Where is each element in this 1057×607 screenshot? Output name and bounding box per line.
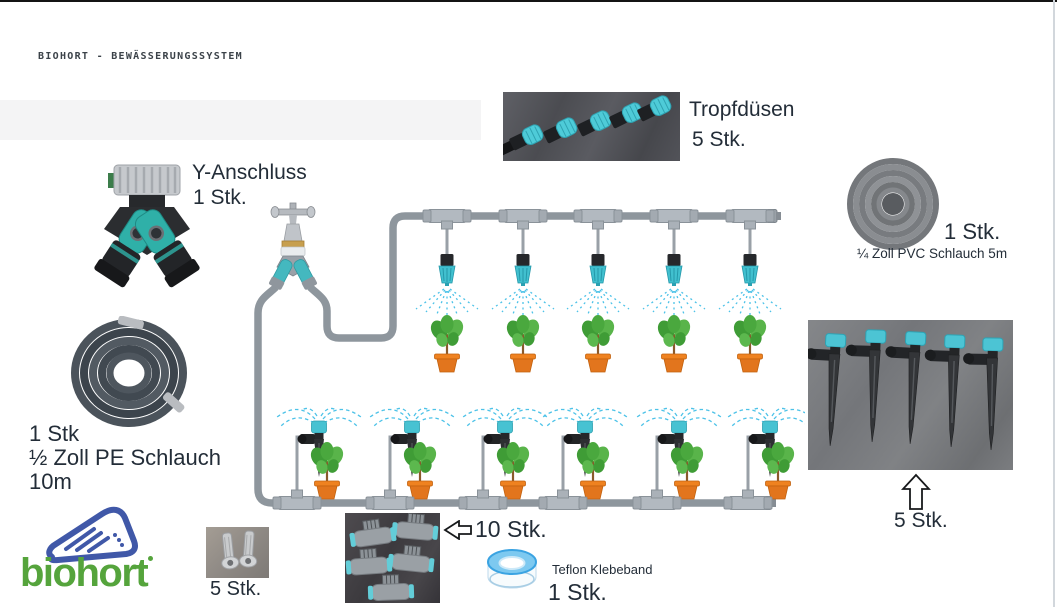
pvc-hose-label: ¼ Zoll PVC Schlauch 5m xyxy=(857,246,1008,261)
t-connectors-qty: 10 Stk. xyxy=(475,516,547,542)
spikes-icon xyxy=(808,329,1004,451)
biohort-wordmark: biohort xyxy=(20,551,149,595)
background-band xyxy=(0,100,481,140)
spike-sprinklers-photo xyxy=(808,320,1013,470)
tropfduesen-label: Tropfdüsen xyxy=(689,98,795,121)
drip-nozzles-icon xyxy=(503,95,672,157)
teflon-tape-qty: 1 Stk. xyxy=(548,579,607,605)
pe-hose-label: ½ Zoll PE Schlauch xyxy=(29,445,221,470)
faucet xyxy=(269,202,317,290)
teflon-tape-icon xyxy=(487,549,537,589)
drip-line xyxy=(416,209,781,373)
dowels-icon xyxy=(221,530,258,570)
dowels-qty: 5 Stk. xyxy=(210,578,262,600)
pe-hose-qty: 1 Stk xyxy=(29,421,80,446)
y-connector-qty: 1 Stk. xyxy=(193,186,247,209)
arrow-up-icon xyxy=(901,473,931,510)
arrow-left-icon xyxy=(443,520,472,540)
biohort-logo-icon xyxy=(46,506,138,564)
spike-sprinklers-qty: 5 Stk. xyxy=(894,509,948,532)
top-border xyxy=(0,0,1057,2)
teflon-tape-label: Teflon Klebeband xyxy=(552,562,653,577)
y-connector-photo xyxy=(94,164,200,288)
main-pipes xyxy=(254,212,771,507)
pe-hose-length: 10m xyxy=(29,469,72,494)
right-border xyxy=(1053,0,1055,607)
sprinkler-line xyxy=(272,408,805,510)
t-connectors-icon xyxy=(345,513,439,601)
pe-hose-coil-photo xyxy=(71,316,187,427)
y-connector-label: Y-Anschluss xyxy=(192,161,307,184)
t-connectors-photo xyxy=(345,513,440,603)
dowels-photo xyxy=(206,527,269,578)
pvc-hose-qty: 1 Stk. xyxy=(944,219,1001,244)
pvc-hose-coil-photo xyxy=(847,158,939,250)
biohort-logo: biohort xyxy=(20,503,170,603)
page-title: BIOHORT - BEWÄSSERUNGSSYSTEM xyxy=(38,51,243,62)
tropfduesen-qty: 5 Stk. xyxy=(692,128,746,151)
tropfduesen-photo xyxy=(503,92,680,161)
irrigation-diagram xyxy=(254,202,805,510)
biohort-trademark-dot xyxy=(148,556,153,561)
